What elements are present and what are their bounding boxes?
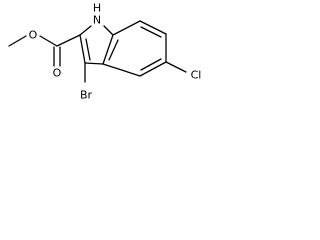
- bond-c7a-c3a: [102, 34, 114, 65]
- bond-c4-c3a: [102, 63, 141, 77]
- atom-o-carbonyl-label: O: [53, 67, 62, 80]
- bond-c3-c2: [79, 34, 86, 64]
- bond-c2-n1: [79, 25, 92, 36]
- atom-br-label: Br: [80, 89, 93, 102]
- bond-c7a-c3a-inner: [108, 39, 119, 61]
- atom-h-label: H: [93, 2, 101, 15]
- bond-o-carboxyl-c: [39, 35, 58, 47]
- bond-c5-cl: [165, 61, 187, 73]
- bond-c3a-c3: [84, 62, 104, 65]
- bond-methyl-o: [8, 35, 27, 47]
- bond-c5-c4: [139, 61, 167, 77]
- bond-c7-c6-inner: [140, 26, 162, 38]
- bond-c7-c6: [139, 20, 167, 35]
- molecule-structure: H N O O Br Cl: [8, 2, 202, 102]
- bond-carboxyl-c-c2: [56, 34, 81, 47]
- atom-o-ester-label: O: [29, 29, 38, 42]
- atom-cl-label: Cl: [191, 69, 202, 82]
- bond-c5-c4-inner: [140, 58, 162, 71]
- bond-c3-c2-inner: [85, 38, 91, 61]
- atom-n-label: N: [93, 14, 101, 27]
- bond-c7a-c7: [112, 20, 141, 36]
- bond-n1-c7a: [103, 25, 114, 36]
